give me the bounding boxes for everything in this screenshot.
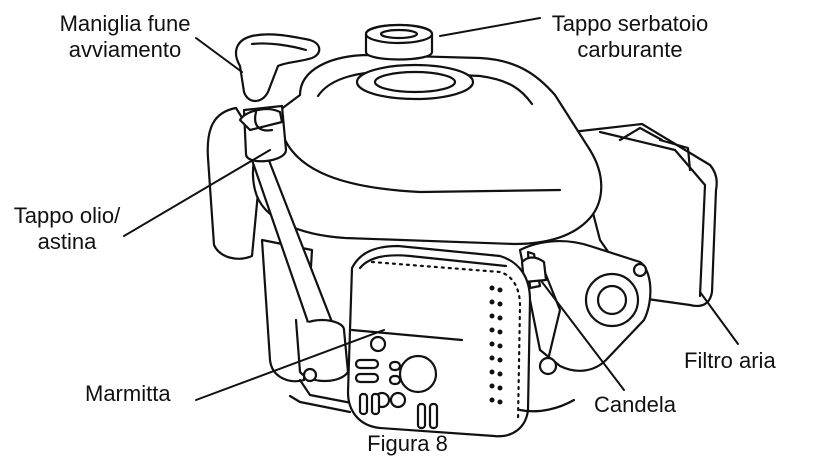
leader-oil-cap [123,149,271,237]
leader-starter-handle [195,37,243,73]
leader-air-filter [699,291,739,345]
label-air-filter: Filtro aria [684,348,776,373]
label-spark-plug: Candela [594,392,676,417]
leader-fuel-cap [439,17,541,37]
label-oil-cap: Tappo olio/ astina [13,203,121,254]
starter-handle [234,33,321,103]
figure-caption: Figura 8 [367,431,448,456]
air-filter-box [570,122,718,308]
leader-muffler [195,329,385,401]
label-fuel-cap: Tappo serbatoio carburante [551,11,709,62]
label-muffler: Marmitta [85,381,171,406]
engine-shroud [251,53,603,246]
leader-spark-plug [541,281,625,391]
label-starter-handle: Maniglia fune avviamento [59,11,191,62]
